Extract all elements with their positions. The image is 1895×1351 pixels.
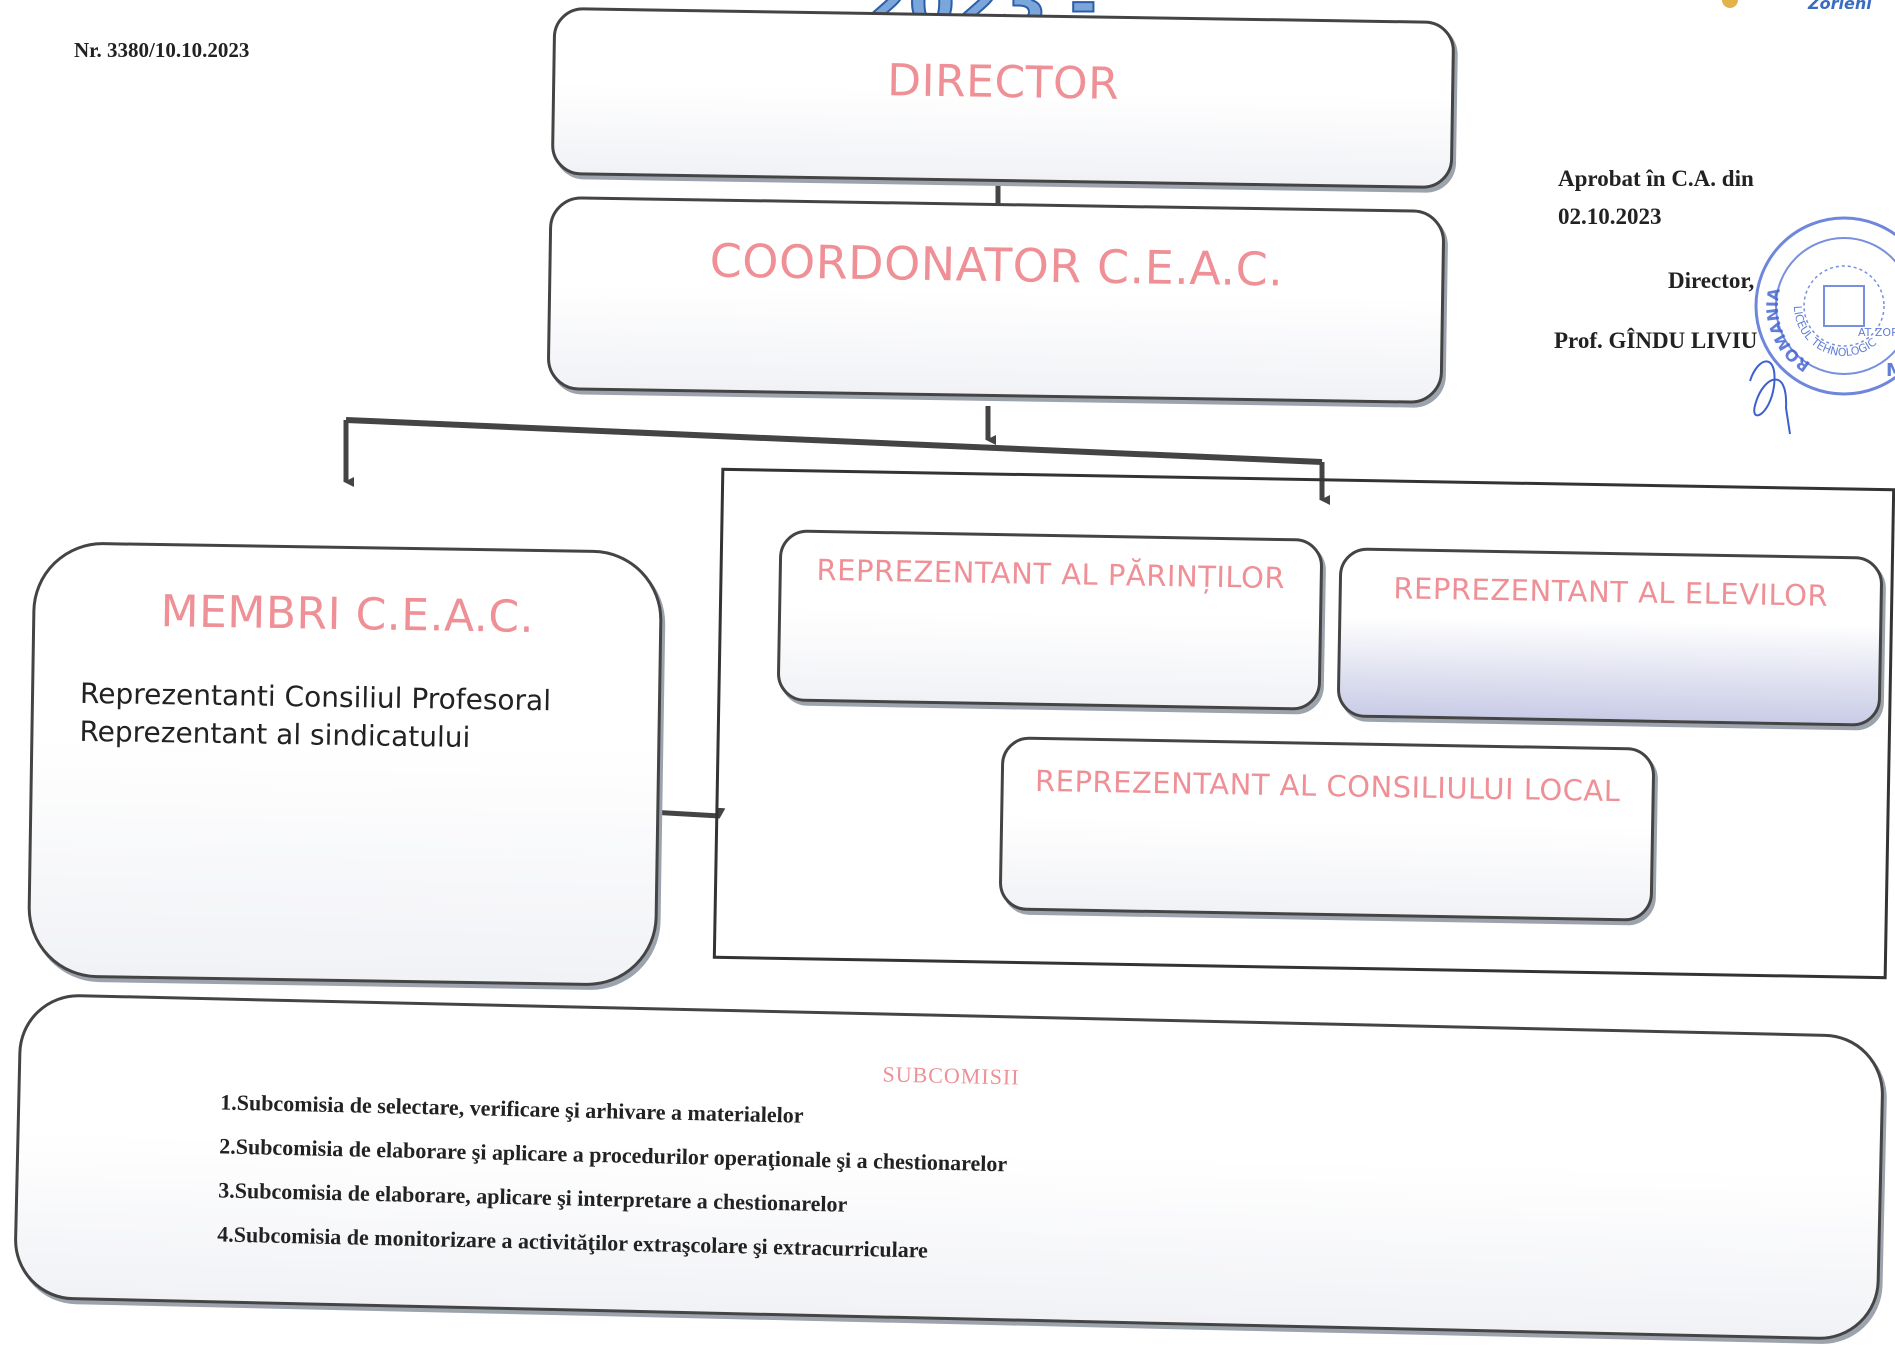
membri-box: MEMBRI C.E.A.C. Reprezentanti Consiliul … <box>26 541 664 987</box>
coordonator-title: COORDONATOR C.E.A.C. <box>709 233 1284 297</box>
svg-text:ROMANIA: ROMANIA <box>1738 280 1837 376</box>
director-box: DIRECTOR <box>550 6 1456 190</box>
official-stamp-icon: ROMANIA LICEUL TEHNOLOGIC AT ZORLENI MIN <box>1738 216 1895 435</box>
stamp-footer: MIN <box>1886 360 1895 381</box>
membri-title: MEMBRI C.E.A.C. <box>160 586 535 643</box>
director-title: DIRECTOR <box>886 55 1120 110</box>
logo-text: Zorleni <box>1808 0 1872 13</box>
signature-icon <box>1749 360 1791 435</box>
school-logo-icon <box>1722 0 1738 8</box>
reprezentant-elevi-title: REPREZENTANT AL ELEVILOR <box>1393 571 1829 613</box>
stamp-ring-bottom: AT ZORLENI <box>1858 326 1895 339</box>
approval-line: Aprobat în C.A. din <box>1558 166 1754 191</box>
director-name: Prof. GÎNDU LIVIU <box>1554 328 1758 353</box>
branch-line <box>345 417 1323 465</box>
reprezentant-consiliu-local-title: REPREZENTANT AL CONSILIULUI LOCAL <box>1034 763 1621 809</box>
approval-note: Aprobat în C.A. din 02.10.2023 <box>1558 160 1754 236</box>
approval-date: 02.10.2023 <box>1558 204 1662 229</box>
reprezentant-parinti-title: REPREZENTANT AL PĂRINȚILOR <box>816 552 1286 596</box>
subcomisii-box: SUBCOMISII 1.Subcomisia de selectare, ve… <box>12 992 1886 1342</box>
reprezentant-parinti-box: REPREZENTANT AL PĂRINȚILOR <box>776 529 1324 711</box>
document-number: Nr. 3380/10.10.2023 <box>74 38 250 62</box>
double-arrow-membri-representatives <box>644 807 726 821</box>
membri-line-sindicat: Reprezentant al sindicatului <box>79 714 471 754</box>
membri-description: Reprezentanti Consiliul Profesoral Repre… <box>79 675 551 758</box>
stamp-ring-top: ROMANIA <box>1738 280 1837 376</box>
director-signature-label: Director, <box>1668 268 1755 293</box>
reprezentant-consiliu-local-box: REPREZENTANT AL CONSILIULUI LOCAL <box>998 736 1656 922</box>
coordonator-box: COORDONATOR C.E.A.C. <box>546 195 1446 405</box>
reprezentant-elevi-box: REPREZENTANT AL ELEVILOR <box>1336 547 1884 727</box>
subcomisii-list: 1.Subcomisia de selectare, verificare şi… <box>217 1080 1009 1274</box>
